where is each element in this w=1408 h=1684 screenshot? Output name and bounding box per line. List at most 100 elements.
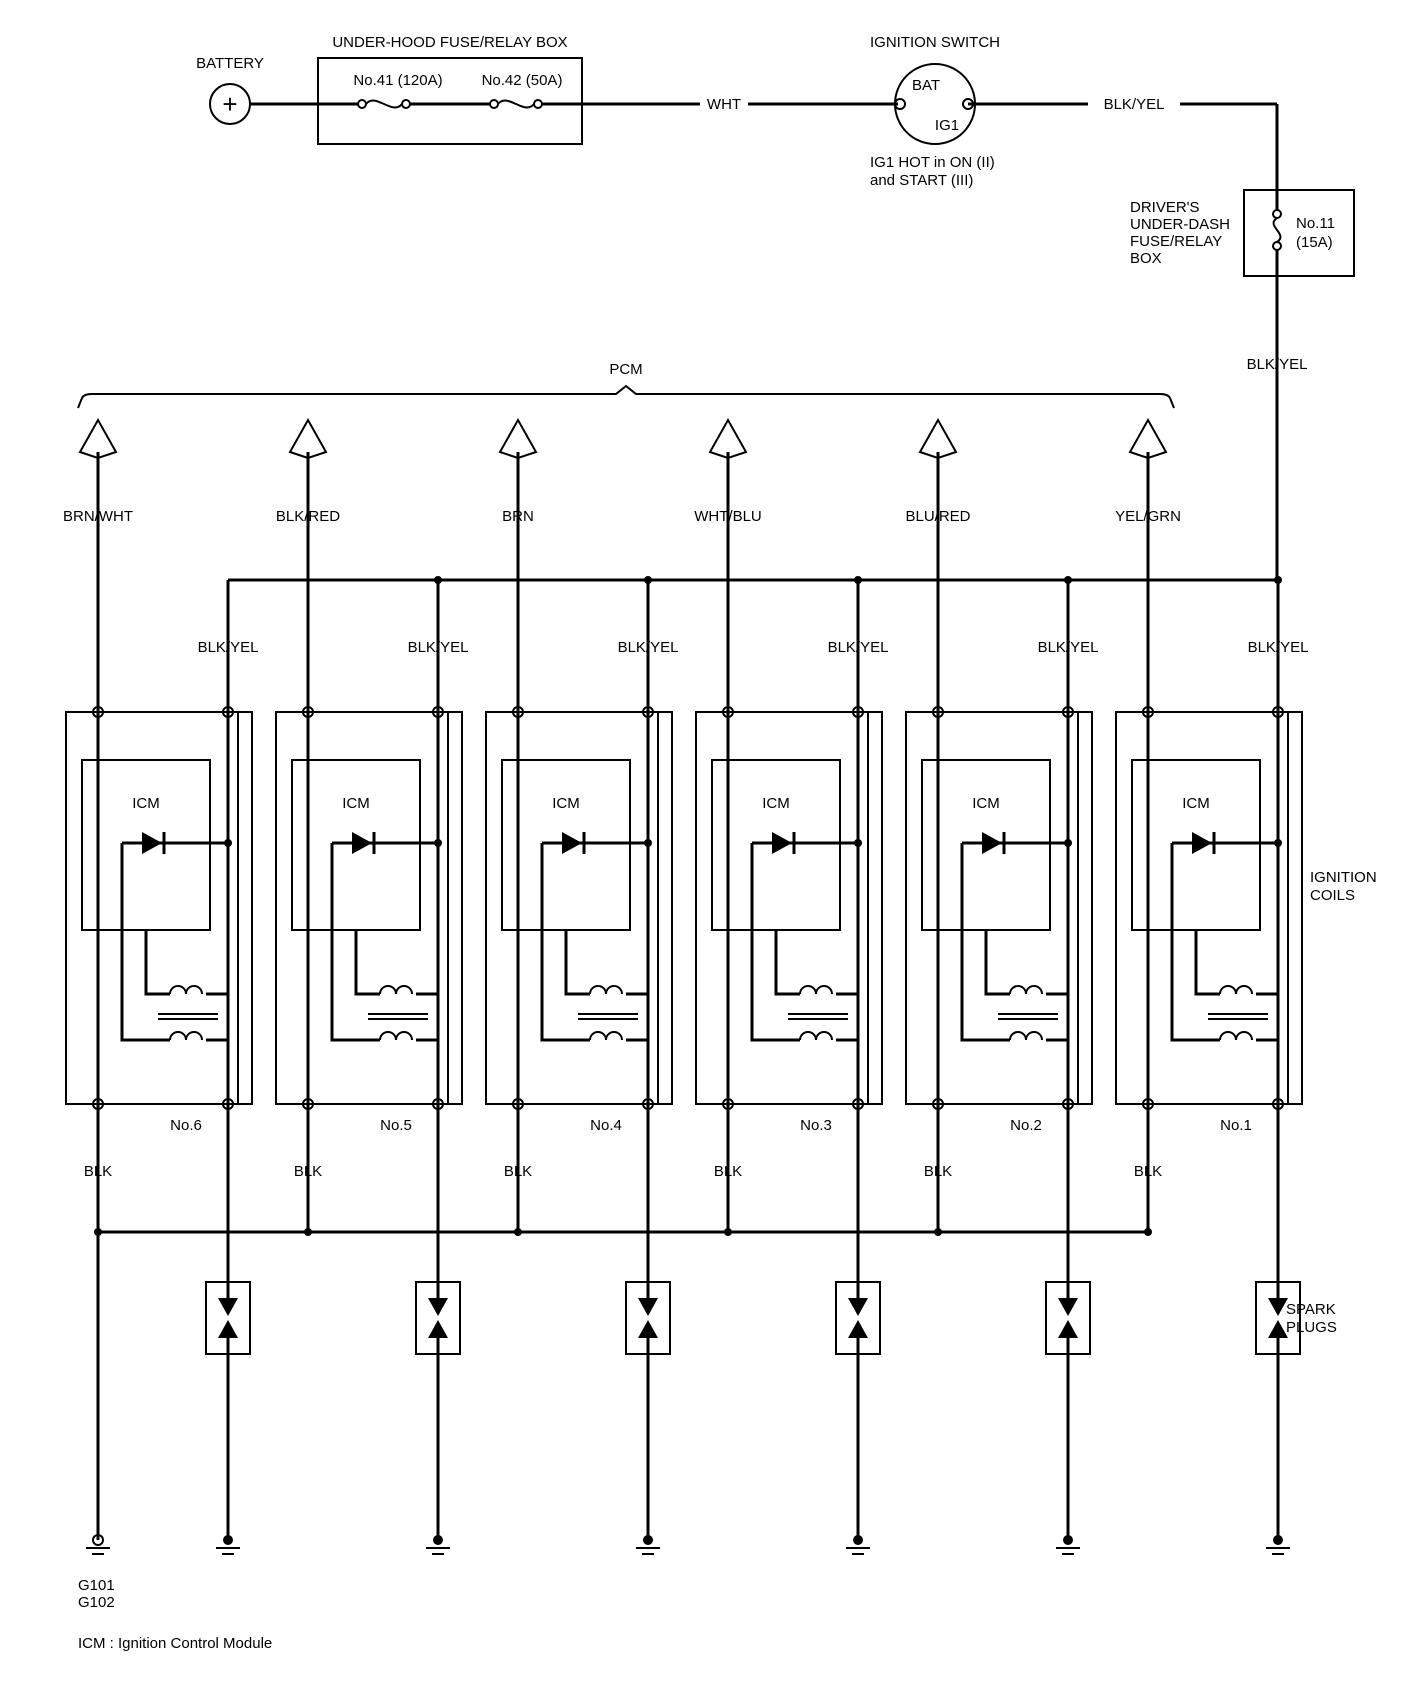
coil-housing — [1115, 711, 1303, 1105]
primary-wire — [144, 930, 170, 996]
icm-label: ICM — [552, 795, 580, 812]
primary-wire — [564, 930, 590, 996]
ignition-note-line1: IG1 HOT in ON (II) — [870, 154, 995, 171]
feed-bus-node — [644, 576, 652, 584]
spark-plug-arrow-down-icon — [218, 1298, 238, 1316]
secondary-wire — [1170, 994, 1220, 1042]
pcm-input-triangle — [78, 417, 118, 460]
spark-plugs-label-1: SPARK — [1286, 1301, 1336, 1318]
ground-wire-label: BLK — [294, 1163, 322, 1180]
signal-wire-label: BLK/RED — [276, 508, 340, 525]
dash-box-label-1: DRIVER'S — [1130, 199, 1200, 216]
spark-plug-arrow-up-icon — [218, 1320, 238, 1338]
wire-wht-label: WHT — [707, 96, 741, 113]
terminal-top-feed — [222, 706, 234, 718]
secondary-winding-icon — [379, 1031, 413, 1041]
terminal-top-feed — [642, 706, 654, 718]
ground-wire-label: BLK — [504, 1163, 532, 1180]
icm-legend: ICM : Ignition Control Module — [78, 1635, 272, 1652]
feed-wire-label: BLK/YEL — [408, 639, 469, 656]
battery-plus: + — [222, 89, 237, 119]
feed-bus-node — [1064, 576, 1072, 584]
ground-wire-label: BLK — [714, 1163, 742, 1180]
pcm-input-triangle — [288, 417, 328, 460]
pcm-input-triangle — [918, 417, 958, 460]
spark-plug-arrow-down-icon — [848, 1298, 868, 1316]
primary-return — [416, 843, 440, 996]
ground-node — [1273, 1535, 1283, 1545]
ground-wire-label: BLK — [924, 1163, 952, 1180]
terminal-top-signal — [932, 706, 944, 718]
terminal-top-signal — [722, 706, 734, 718]
coil-number-label: No.2 — [1010, 1117, 1042, 1134]
signal-wire-label: WHT/BLU — [694, 508, 762, 525]
diode-icon — [772, 832, 792, 854]
fuse-41-label: No.41 (120A) — [353, 72, 442, 89]
spark-plugs-label-2: PLUGS — [1286, 1319, 1337, 1336]
ground-wire-label: BLK — [1134, 1163, 1162, 1180]
secondary-wire — [120, 994, 170, 1042]
feed-wire-label: BLK/YEL — [1038, 639, 1099, 656]
ground-wire-label: BLK — [84, 1163, 112, 1180]
ignition-switch: IGNITION SWITCH BAT IG1 IG1 HOT in ON (I… — [870, 34, 1000, 189]
supply-wires — [250, 102, 1279, 580]
coil-housing — [65, 711, 253, 1105]
terminal-top-feed — [1062, 706, 1074, 718]
primary-return — [1046, 843, 1070, 996]
ground-bus-node — [514, 1228, 522, 1236]
primary-return — [626, 843, 650, 996]
feed-wire-label: BLK/YEL — [1248, 639, 1309, 656]
coil-number-label: No.3 — [800, 1117, 832, 1134]
ground-node — [223, 1535, 233, 1545]
diode-icon — [562, 832, 582, 854]
dash-box-label-4: BOX — [1130, 250, 1162, 267]
terminal-top-feed — [1272, 706, 1284, 718]
primary-return — [836, 843, 860, 996]
primary-wire — [774, 930, 800, 996]
dash-box-label-2: UNDER-DASH — [1130, 216, 1230, 233]
icm-label: ICM — [342, 795, 370, 812]
diode-icon — [352, 832, 372, 854]
icm-label: ICM — [1182, 795, 1210, 812]
feed-bus-node — [854, 576, 862, 584]
dash-box-label-3: FUSE/RELAY — [1130, 233, 1222, 250]
icm-label: ICM — [762, 795, 790, 812]
primary-wire — [1194, 930, 1220, 996]
ground-node — [433, 1535, 443, 1545]
terminal-top-signal — [302, 706, 314, 718]
spark-plug-arrow-up-icon — [1058, 1320, 1078, 1338]
spark-plug-arrow-up-icon — [1268, 1320, 1288, 1338]
drivers-under-dash-fuse-box: DRIVER'S UNDER-DASH FUSE/RELAY BOX No.11… — [1130, 189, 1355, 277]
secondary-winding-icon — [1219, 1031, 1253, 1041]
coil-housing — [485, 711, 673, 1105]
common-ground-node — [92, 1534, 104, 1546]
secondary-winding-icon — [169, 1031, 203, 1041]
ground-id-g101: G101 — [78, 1577, 115, 1594]
ignition-switch-label: IGNITION SWITCH — [870, 34, 1000, 51]
primary-winding-icon — [799, 985, 833, 995]
spark-plug-arrow-down-icon — [1058, 1298, 1078, 1316]
under-hood-box-outline — [317, 57, 583, 145]
coil-housing — [275, 711, 463, 1105]
secondary-winding-icon — [799, 1031, 833, 1041]
under-hood-box-label: UNDER-HOOD FUSE/RELAY BOX — [332, 34, 567, 51]
ground-node — [643, 1535, 653, 1545]
ignition-bat-label: BAT — [912, 77, 940, 94]
ground-bus-node — [724, 1228, 732, 1236]
fuse-11-label-2: (15A) — [1296, 234, 1333, 251]
icm-label: ICM — [972, 795, 1000, 812]
fuse-42-symbol — [489, 99, 543, 109]
dash-box-outline — [1243, 189, 1355, 277]
fuse-11-symbol — [1272, 209, 1282, 251]
wire-blk-yel-top-label: BLK/YEL — [1104, 96, 1165, 113]
coil-number-label: No.5 — [380, 1117, 412, 1134]
ground-bus-node — [1144, 1228, 1152, 1236]
spark-plug-arrow-down-icon — [638, 1298, 658, 1316]
signal-wire-label: BRN — [502, 508, 534, 525]
